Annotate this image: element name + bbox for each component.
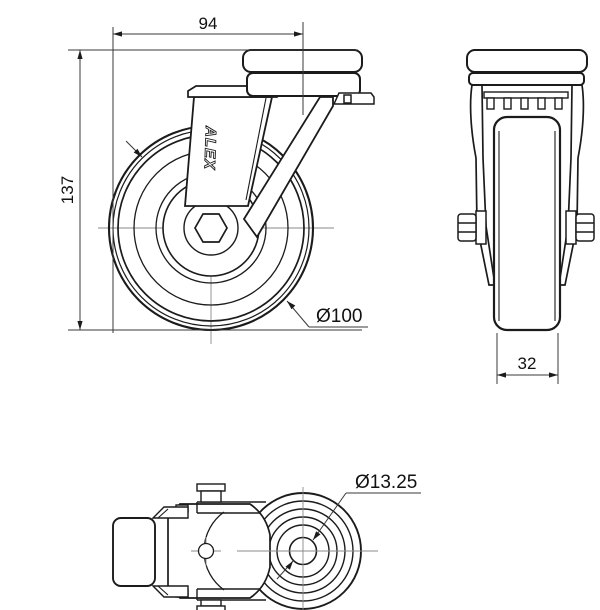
- front-swivel-plates: [466, 49, 588, 86]
- dim-label-overall-length: 94: [199, 14, 218, 33]
- fork-legs: [184, 96, 334, 239]
- brake-serrated-strip: [483, 91, 569, 110]
- dim-wheel-width: [496, 333, 559, 384]
- axle-nuts: [457, 210, 595, 245]
- dim-label-wheel-width: 32: [518, 354, 537, 373]
- brand-logo: ALEX: [200, 125, 219, 171]
- top-view-centerlines: [191, 487, 378, 610]
- axle-hex-nut: [194, 213, 228, 243]
- wheel-top: [112, 506, 189, 598]
- dim-overall-length: [112, 22, 304, 333]
- fork-rivet-hole: [197, 542, 215, 560]
- brake-bolt: [196, 483, 226, 610]
- top-view: [112, 483, 378, 610]
- fork-left-leg-fold-line: [245, 97, 267, 201]
- dim-bolt-hole-leader: [276, 492, 421, 580]
- side-view: ALEX: [98, 49, 375, 344]
- wheel-front: [492, 115, 562, 332]
- dim-label-bolt-hole-diameter: Ø13.25: [355, 472, 417, 493]
- dimensions: [68, 22, 559, 580]
- dim-overall-height: [68, 49, 362, 331]
- dim-label-wheel-diameter: Ø100: [316, 306, 362, 327]
- dim-label-overall-height: 137: [58, 176, 77, 204]
- dimension-labels: 94 137 Ø100 32 Ø13.25: [58, 14, 536, 493]
- dim-wheel-diameter-leader: [125, 140, 368, 328]
- brake-pedal: [332, 92, 375, 105]
- fork-left-leg: [184, 96, 274, 207]
- front-view: [457, 49, 595, 332]
